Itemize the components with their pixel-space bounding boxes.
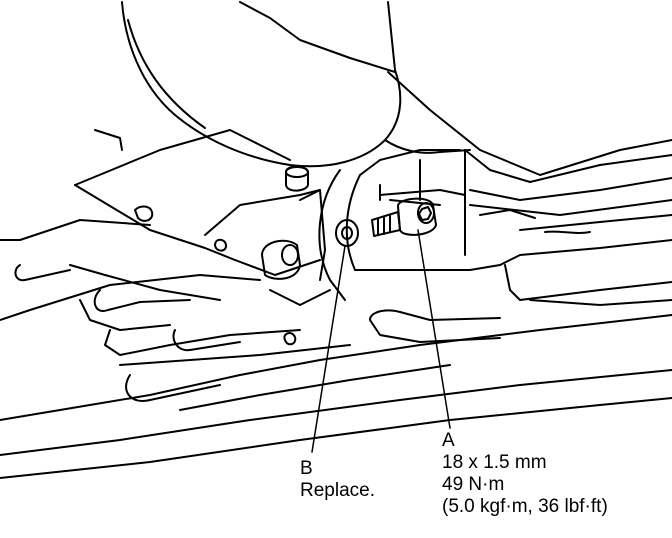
stud-nut — [261, 165, 309, 280]
callout-b-note: Replace. — [300, 480, 375, 501]
bolt — [371, 197, 437, 237]
transmission-housing — [121, 1, 471, 168]
leader-lines — [311, 229, 451, 453]
frame-rails — [387, 71, 672, 234]
side-member — [369, 239, 672, 343]
callout-a-torque: 49 N·m — [442, 474, 505, 495]
callout-b: B Replace. — [300, 458, 375, 502]
callout-b-letter: B — [300, 458, 313, 479]
leader-line-b — [311, 245, 346, 453]
washer — [335, 219, 359, 247]
callout-a-bolt-size: 18 x 1.5 mm — [442, 452, 547, 473]
callout-a-letter: A — [442, 430, 455, 451]
callout-a: A 18 x 1.5 mm 49 N·m (5.0 kgf·m, 36 lbf·… — [442, 430, 608, 518]
callout-a-torque-alt: (5.0 kgf·m, 36 lbf·ft) — [442, 496, 608, 517]
mount-bracket — [74, 129, 331, 346]
leader-line-a — [417, 229, 451, 429]
subframe-beams — [0, 219, 672, 479]
crossmember — [318, 149, 501, 301]
